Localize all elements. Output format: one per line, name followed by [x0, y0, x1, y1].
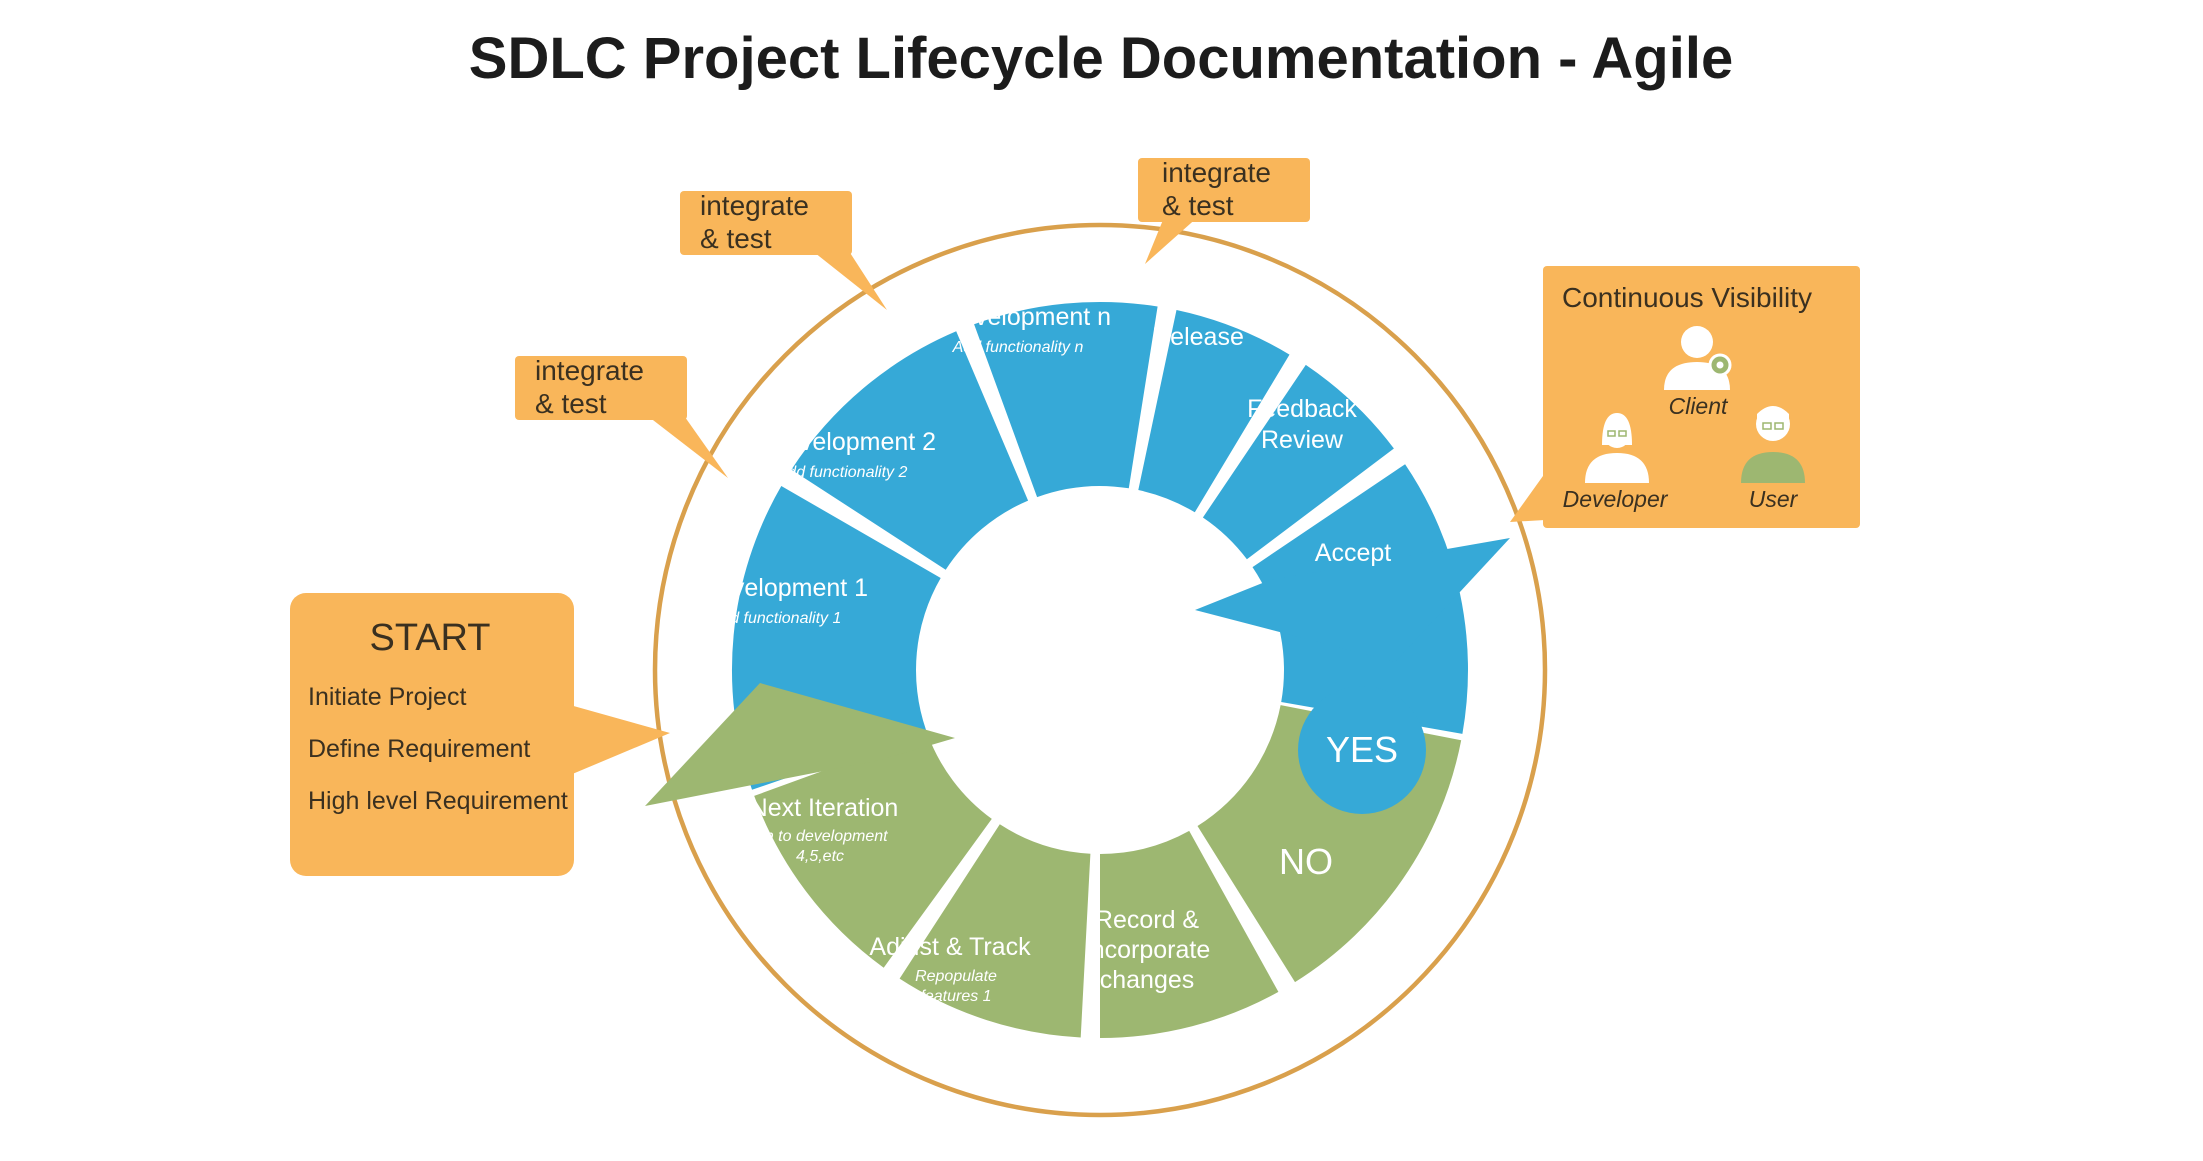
svg-text:& test: & test: [535, 388, 607, 419]
next-iteration-arrowhead: [645, 683, 955, 806]
client-label: Client: [1669, 393, 1729, 419]
svg-text:& test: & test: [700, 223, 772, 254]
devn-subtitle: Add functionality n: [952, 339, 1084, 356]
feedback-line1: Feedback: [1247, 395, 1357, 423]
next-title: Next Iteration: [750, 794, 899, 822]
segment-record-incorporate[interactable]: [1100, 830, 1279, 1038]
client-icon: [1664, 326, 1732, 390]
dev1-title: Development 1: [700, 574, 868, 602]
devn-title: Development n: [943, 303, 1111, 331]
segment-development-n[interactable]: [974, 301, 1158, 498]
user-label: User: [1749, 486, 1799, 512]
adjust-title: Adjust & Track: [869, 933, 1031, 961]
start-item-high-level: High level Requirement: [308, 787, 568, 815]
visibility-title: Continuous Visibility: [1562, 282, 1812, 313]
start-box: START Initiate Project Define Requiremen…: [290, 593, 670, 876]
accept-arrowhead: [1195, 538, 1510, 662]
next-sub1: On to development: [752, 828, 888, 845]
segment-release[interactable]: [1138, 310, 1290, 513]
developer-label: Developer: [1563, 486, 1669, 512]
feedback-line2: Review: [1261, 426, 1344, 454]
segment-adjust-track[interactable]: [899, 824, 1091, 1038]
accept-title: Accept: [1315, 539, 1391, 567]
segment-development-2[interactable]: [791, 331, 1029, 570]
start-item-initiate: Initiate Project: [308, 683, 466, 711]
svg-text:integrate: integrate: [700, 190, 809, 221]
svg-text:& test: & test: [1162, 190, 1234, 221]
next-sub2: 4,5,etc: [796, 848, 844, 865]
dev1-subtitle: Add functionality 1: [710, 610, 842, 627]
continuous-visibility-box: Continuous Visibility Client Developer U…: [1510, 266, 1860, 528]
record-line3: changes: [1100, 966, 1195, 994]
dev2-title: Development 2: [768, 428, 936, 456]
start-heading: START: [369, 617, 490, 659]
page-title: SDLC Project Lifecycle Documentation - A…: [469, 26, 1733, 91]
callout-integrate-test-3: integrate & test: [1138, 157, 1310, 264]
developer-icon: [1585, 413, 1649, 483]
start-item-define: Define Requirement: [308, 735, 530, 763]
segment-next-iteration[interactable]: [754, 732, 992, 968]
record-line2: Incorporate: [1084, 936, 1210, 964]
callout-integrate-test-2: integrate & test: [680, 190, 887, 310]
callout-integrate-test-1: integrate & test: [515, 355, 728, 478]
svg-text:integrate: integrate: [1162, 157, 1271, 188]
dev2-subtitle: Add functionality 2: [776, 464, 908, 481]
adjust-sub1: Repopulate: [915, 968, 997, 985]
release-title: Release: [1152, 323, 1244, 351]
yes-label: YES: [1326, 729, 1398, 770]
svg-text:integrate: integrate: [535, 355, 644, 386]
no-title: NO: [1279, 841, 1333, 882]
yes-circle[interactable]: [1298, 686, 1426, 814]
user-icon: [1741, 406, 1805, 483]
outer-ring: [652, 222, 1548, 1118]
segment-feedback-review[interactable]: [1202, 364, 1394, 560]
lifecycle-segments: [645, 301, 1510, 1038]
record-line1: Record &: [1095, 906, 1200, 934]
adjust-sub2: features 1: [920, 988, 991, 1005]
